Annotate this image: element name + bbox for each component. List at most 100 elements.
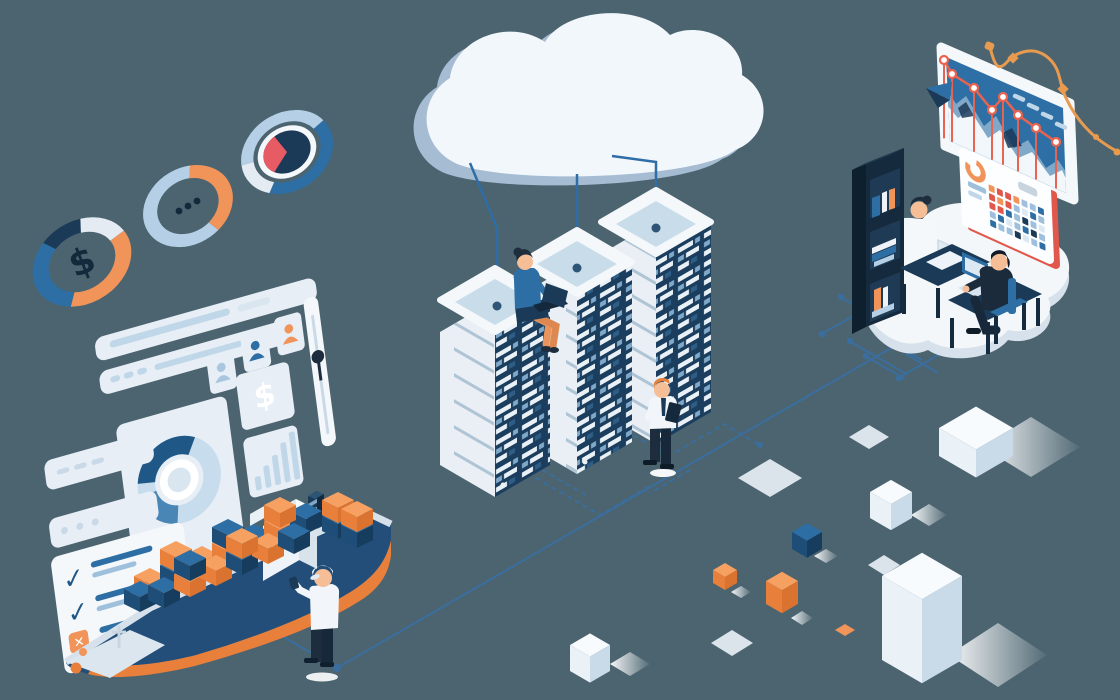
toolbar-dash bbox=[123, 371, 134, 379]
calendar-cell bbox=[1014, 213, 1021, 222]
cloud bbox=[413, 13, 764, 186]
toolbar-line bbox=[237, 297, 271, 312]
calendar-cell bbox=[1014, 222, 1021, 231]
container bbox=[164, 585, 180, 608]
calendar-cell bbox=[990, 219, 997, 229]
chart-marker bbox=[1012, 109, 1024, 121]
dollar-symbol: $ bbox=[252, 373, 278, 417]
analytics-dashboard: $ bbox=[44, 278, 336, 674]
cube-shadow bbox=[610, 652, 650, 676]
antenna-dot bbox=[572, 263, 582, 273]
cube bbox=[590, 645, 610, 683]
calendar-cell bbox=[988, 193, 996, 202]
tablet-icon bbox=[665, 402, 682, 424]
cube bbox=[807, 532, 822, 558]
calendar-cell bbox=[1006, 218, 1013, 227]
cube-shadow bbox=[949, 623, 1047, 687]
calendar-cell bbox=[1021, 208, 1028, 217]
calendar-cell bbox=[989, 202, 996, 211]
calendar-card bbox=[959, 148, 1060, 269]
string-decoration bbox=[984, 41, 1120, 156]
bookshelf-compartment bbox=[870, 220, 900, 270]
cube bbox=[939, 428, 976, 478]
book bbox=[882, 191, 887, 213]
hair-bun bbox=[513, 247, 523, 257]
blue-chair bbox=[990, 278, 1028, 344]
cube bbox=[939, 406, 1013, 450]
calendar-cell bbox=[1030, 220, 1037, 230]
man-hair bbox=[654, 377, 670, 388]
container bbox=[357, 525, 373, 548]
cube-shadow bbox=[814, 549, 838, 563]
chart-marker bbox=[1050, 136, 1062, 148]
book bbox=[889, 188, 895, 210]
cube bbox=[725, 570, 737, 590]
container bbox=[280, 505, 296, 528]
calendar-cell bbox=[988, 184, 995, 194]
office-woman bbox=[904, 195, 950, 264]
book bbox=[872, 238, 896, 254]
office-man-leg bbox=[970, 295, 1001, 335]
antenna-dot bbox=[492, 301, 502, 311]
string-bead bbox=[984, 41, 995, 51]
cloud-body bbox=[426, 13, 764, 177]
container bbox=[242, 536, 258, 559]
book bbox=[874, 254, 894, 267]
string-bead bbox=[1093, 134, 1099, 140]
check-icon: ✓ bbox=[61, 561, 86, 597]
calendar-cell bbox=[998, 223, 1005, 232]
floor-tiles bbox=[711, 425, 900, 656]
book bbox=[872, 303, 894, 318]
worker-shirt bbox=[309, 584, 340, 630]
calendar-cell bbox=[1013, 195, 1020, 205]
office-man bbox=[962, 250, 1028, 344]
book bbox=[872, 245, 896, 262]
calendar-cell bbox=[1021, 199, 1028, 208]
calendar-cell bbox=[1038, 215, 1045, 225]
book bbox=[874, 287, 881, 312]
office-man-suit bbox=[979, 266, 1014, 312]
calendar-cell bbox=[1029, 203, 1036, 212]
cube bbox=[792, 532, 807, 558]
laptop-screen bbox=[542, 283, 568, 308]
container bbox=[306, 511, 322, 534]
user-icon bbox=[250, 340, 260, 351]
legend-dash bbox=[1026, 102, 1040, 111]
donut-chart-dots bbox=[143, 165, 233, 248]
line-chart bbox=[938, 54, 1068, 189]
container bbox=[190, 558, 206, 581]
legend-dash bbox=[1040, 111, 1054, 120]
woman-leg bbox=[536, 314, 560, 350]
worker-shadow bbox=[306, 672, 338, 682]
worker-leg bbox=[322, 624, 333, 664]
calendar-cell bbox=[1030, 229, 1037, 238]
chart-marker bbox=[946, 68, 958, 80]
calendar-cell bbox=[1039, 233, 1046, 242]
floor-tile bbox=[868, 555, 900, 575]
calendar-cell bbox=[997, 196, 1004, 206]
floor-tile bbox=[849, 425, 889, 449]
prism bbox=[922, 576, 962, 684]
cube bbox=[766, 581, 782, 614]
check-icon: ✓ bbox=[66, 595, 91, 631]
container bbox=[264, 505, 280, 528]
ellipsis-dots-icon bbox=[175, 197, 201, 215]
cube bbox=[713, 563, 737, 577]
toolbar-dash bbox=[110, 375, 121, 383]
container bbox=[278, 531, 294, 554]
calendar-cell bbox=[997, 205, 1004, 215]
orange-floor-tile bbox=[835, 624, 855, 636]
container bbox=[226, 536, 242, 559]
legend-dash bbox=[1012, 93, 1026, 102]
man-leg bbox=[650, 426, 660, 462]
toolbar-dash bbox=[137, 367, 147, 375]
calendar-cell bbox=[1031, 238, 1038, 247]
slider-control bbox=[303, 296, 336, 447]
office-man-arm bbox=[964, 276, 988, 292]
chart-marker bbox=[1030, 122, 1042, 134]
string-bead bbox=[1113, 148, 1120, 156]
man-arm bbox=[645, 403, 655, 421]
cube bbox=[870, 492, 891, 531]
cubes-layer bbox=[570, 406, 1080, 687]
